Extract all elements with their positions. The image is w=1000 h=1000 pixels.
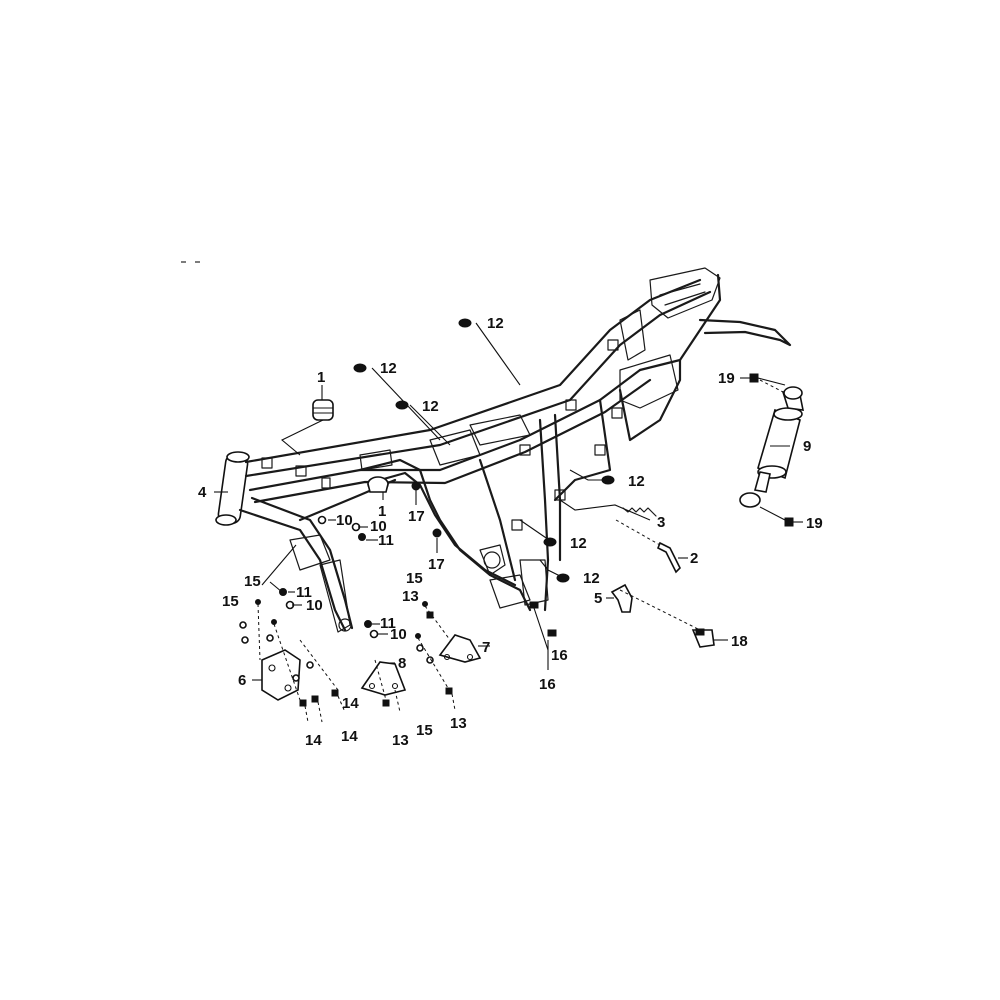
callout-labels: 1 1 2 3 4 5 6 7 8 9 10 10 10 10 11 11 11… <box>198 315 823 749</box>
bracket-part-6 <box>261 649 301 701</box>
grommet-part-1-top <box>312 399 334 421</box>
callout-11-b: 11 <box>296 584 312 601</box>
callout-7: 7 <box>482 639 490 656</box>
callout-11-c: 11 <box>380 615 396 632</box>
callout-14-c: 14 <box>341 728 358 745</box>
pin-part-2 <box>656 541 681 574</box>
callout-6: 6 <box>238 672 246 689</box>
callout-17-a: 17 <box>408 508 425 525</box>
callout-10-a: 10 <box>336 512 353 529</box>
bushing-part-1-bottom <box>367 476 389 493</box>
callout-10-b: 10 <box>370 518 387 535</box>
callout-12-a: 12 <box>487 315 504 332</box>
leader-lines <box>214 322 803 723</box>
callout-10-d: 10 <box>390 626 407 643</box>
callout-10-c: 10 <box>306 597 323 614</box>
callout-5: 5 <box>594 590 602 607</box>
callout-15-d: 15 <box>416 722 433 739</box>
frame-body <box>215 267 792 633</box>
callout-14-b: 14 <box>305 732 322 749</box>
callout-14-a: 14 <box>342 695 359 712</box>
callout-15-b: 15 <box>222 593 239 610</box>
callout-15-a: 15 <box>244 573 261 590</box>
fasteners <box>239 318 615 707</box>
callout-9: 9 <box>803 438 811 455</box>
bracket-part-5 <box>610 583 633 613</box>
callout-16-b: 16 <box>539 676 556 693</box>
callout-3: 3 <box>657 514 665 531</box>
callout-4: 4 <box>198 484 207 501</box>
bracket-part-7 <box>438 634 482 663</box>
callout-16-a: 16 <box>551 647 568 664</box>
callout-1-grommet: 1 <box>317 369 325 386</box>
callout-12-b: 12 <box>380 360 397 377</box>
callout-13-a: 13 <box>402 588 419 605</box>
callout-13-b: 13 <box>392 732 409 749</box>
callout-12-d: 12 <box>628 473 645 490</box>
callout-13-c: 13 <box>450 715 467 732</box>
callout-11-a: 11 <box>378 532 394 549</box>
callout-18: 18 <box>731 633 748 650</box>
callout-12-e: 12 <box>570 535 587 552</box>
callout-15-c: 15 <box>406 570 423 587</box>
callout-8: 8 <box>398 655 406 672</box>
callout-2: 2 <box>690 550 698 567</box>
callout-19-b: 19 <box>806 515 823 532</box>
callout-1-bushing: 1 <box>378 503 386 520</box>
spring-part-3 <box>622 507 657 517</box>
loose-parts <box>239 318 805 707</box>
callout-17-b: 17 <box>428 556 445 573</box>
callout-12-f: 12 <box>583 570 600 587</box>
callout-19-a: 19 <box>718 370 735 387</box>
bolt-part-18 <box>691 628 715 648</box>
bolt-part-19-bottom <box>759 506 794 527</box>
callout-12-c: 12 <box>422 398 439 415</box>
shock-absorber-part-9 <box>739 386 805 508</box>
